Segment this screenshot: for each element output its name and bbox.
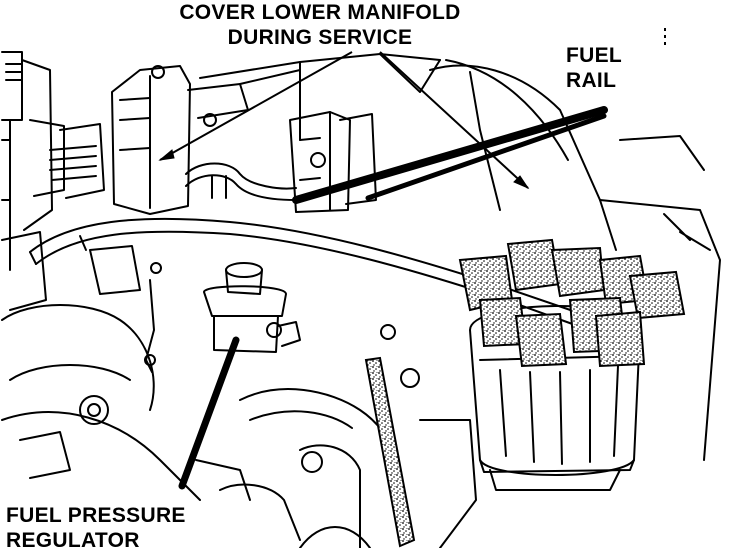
fuel-rail-line1: FUEL	[566, 44, 623, 67]
distributor-cap	[364, 238, 686, 548]
fuel-rail-tubes	[29, 217, 583, 327]
leader-lines	[158, 51, 608, 490]
cover-lower-manifold-line2: DURING SERVICE	[227, 26, 413, 49]
upper-intake-manifold	[111, 53, 441, 215]
radiator-grille	[1, 51, 105, 311]
lower-manifold	[1, 245, 201, 501]
fuel-rail-label: FUEL RAIL	[566, 43, 622, 93]
cover-lower-manifold-line1: COVER LOWER MANIFOLD	[179, 1, 461, 24]
fuel-pressure-regulator-part	[203, 262, 301, 353]
lower-hoses	[195, 324, 477, 548]
fuel-pressure-regulator-line1: FUEL PRESSURE	[6, 504, 186, 527]
cover-lower-manifold-label: COVER LOWER MANIFOLD DURING SERVICE	[0, 0, 640, 50]
fuel-pressure-regulator-label: FUEL PRESSURE REGULATOR	[6, 503, 186, 553]
intake-hose	[185, 162, 297, 201]
corner-marks	[664, 28, 666, 45]
valve-cover	[429, 59, 721, 461]
fuel-pressure-regulator-line2: REGULATOR	[6, 529, 140, 552]
fuel-rail-line2: RAIL	[566, 69, 617, 92]
